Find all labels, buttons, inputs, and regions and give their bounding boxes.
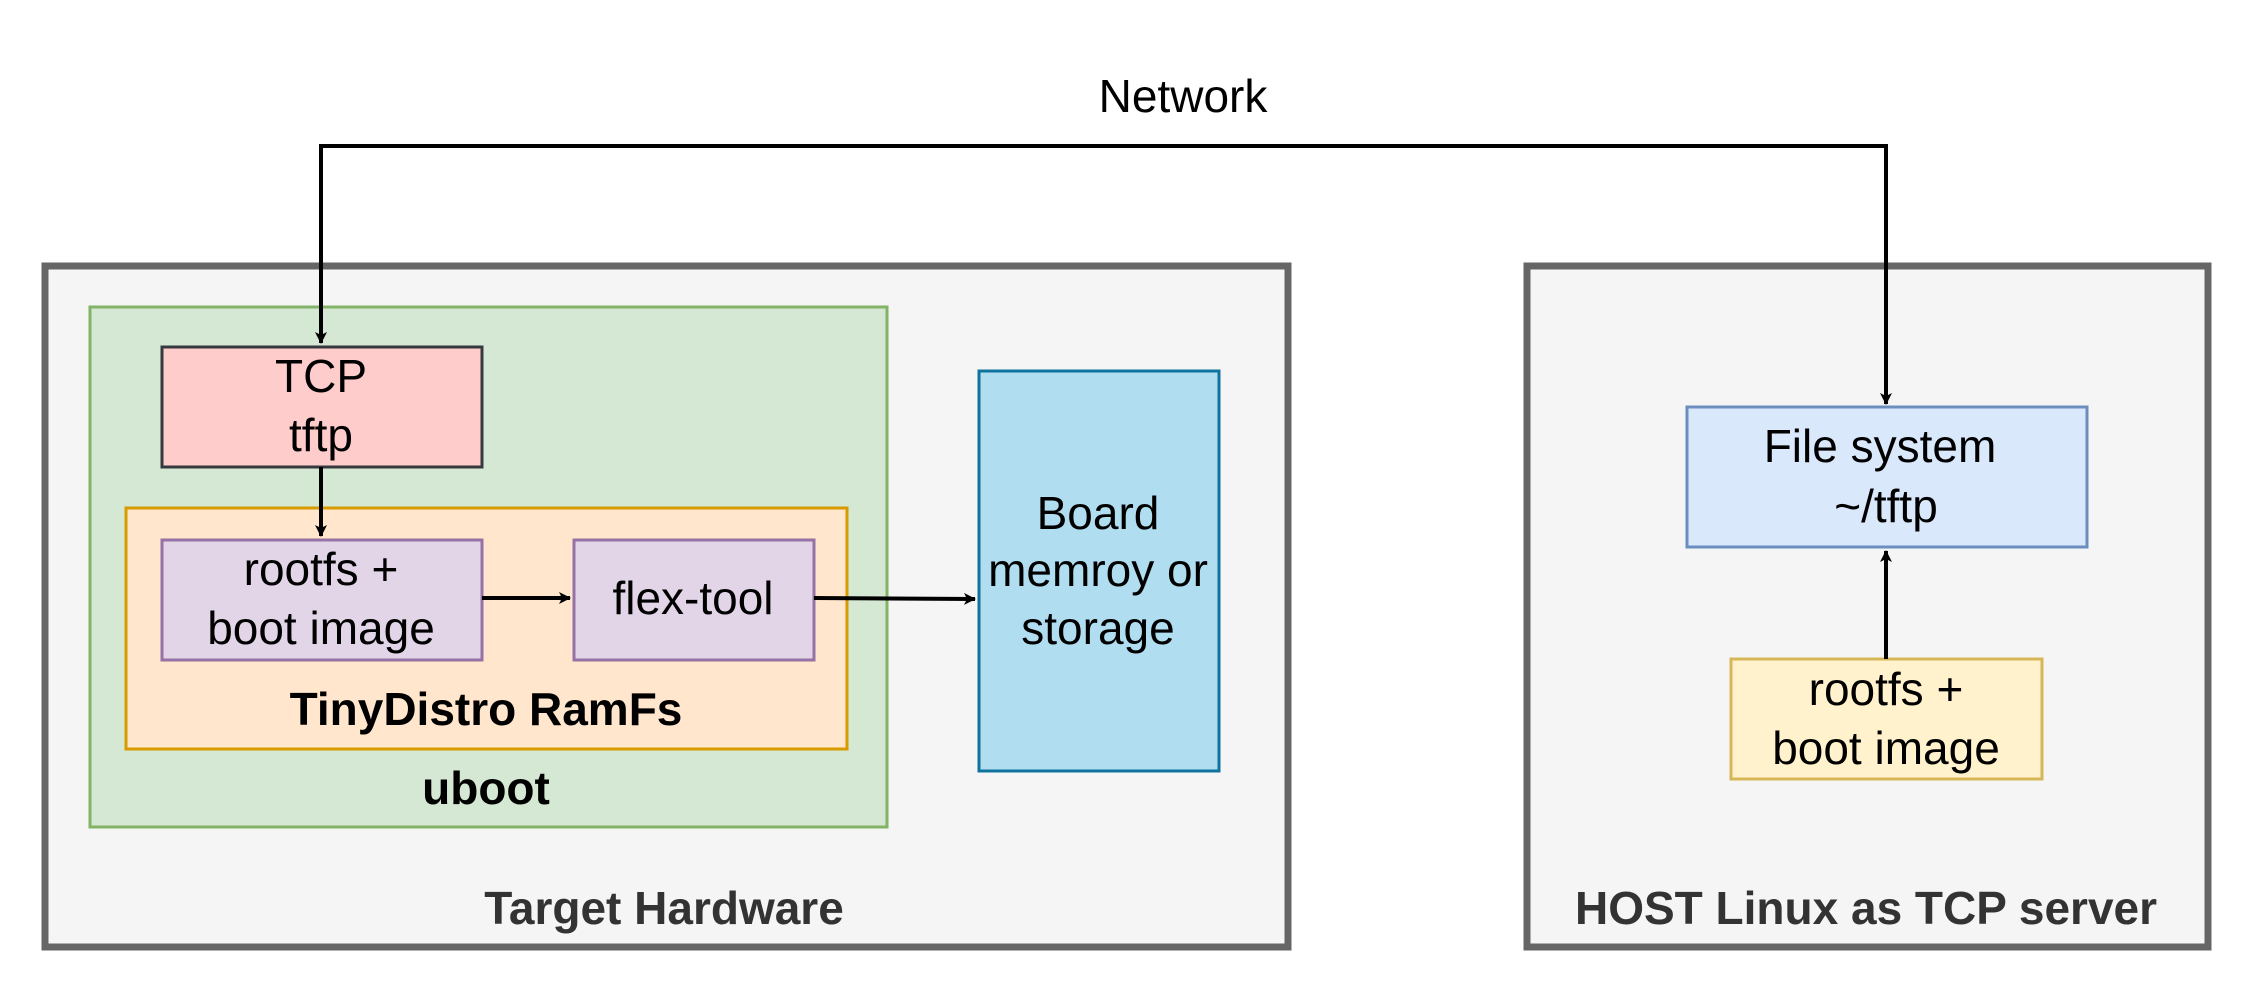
target-image-box	[160, 538, 484, 662]
filesystem-line1: File system	[1764, 420, 1997, 472]
filesystem-box	[1685, 405, 2089, 549]
tcp-box-line2: tftp	[289, 409, 353, 461]
board-storage-box	[977, 369, 1221, 773]
storage-line3: storage	[1021, 602, 1174, 654]
uboot-label: uboot	[422, 762, 550, 814]
tcp-box-line1: TCP	[275, 350, 367, 402]
host-image-box	[1729, 657, 2044, 781]
target-image-line1: rootfs +	[244, 543, 399, 595]
storage-line2: memroy or	[988, 544, 1208, 596]
flex-tool-label: flex-tool	[612, 572, 773, 624]
flex-tool-box	[572, 538, 816, 662]
host-image-line2: boot image	[1772, 722, 2000, 774]
target-image-line2: boot image	[207, 602, 435, 654]
host-label: HOST Linux as TCP server	[1575, 882, 2157, 934]
storage-line1: Board	[1037, 487, 1160, 539]
target-hardware-label: Target Hardware	[484, 882, 844, 934]
flex-tool-to-storage-arrow	[813, 592, 976, 605]
tcp-tftp-box	[160, 345, 484, 469]
ramfs-label: TinyDistro RamFs	[290, 683, 683, 735]
host-container	[1523, 262, 2212, 951]
host-image-line1: rootfs +	[1809, 663, 1964, 715]
filesystem-line2: ~/tftp	[1834, 480, 1938, 532]
network-label: Network	[1099, 70, 1269, 122]
